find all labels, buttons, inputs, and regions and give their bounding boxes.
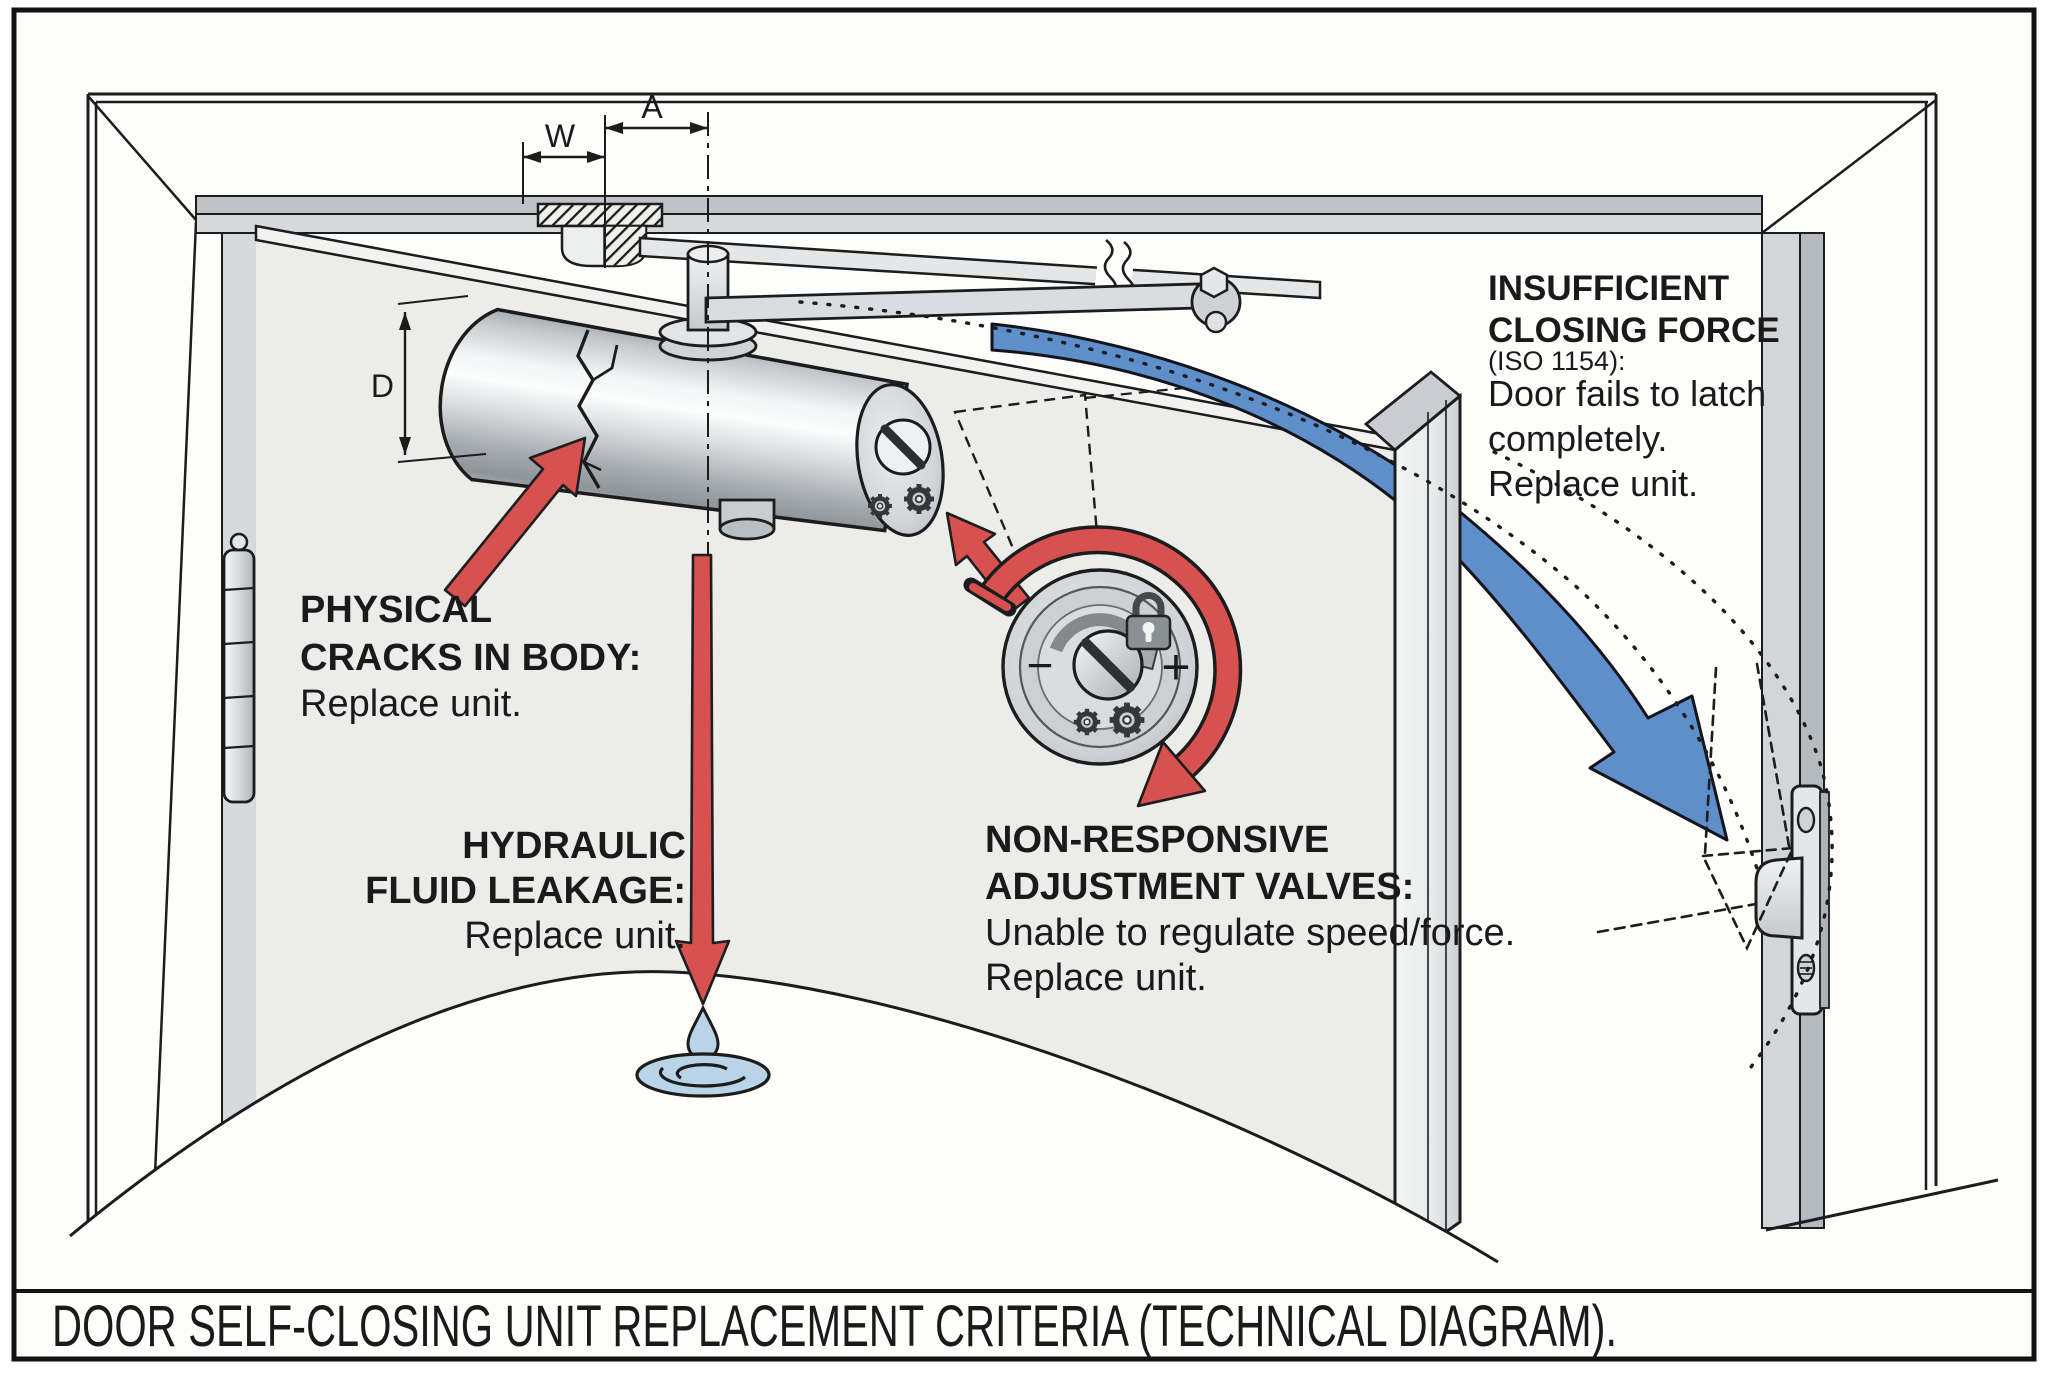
valves-body-line1: Unable to regulate speed/force. — [985, 912, 1515, 954]
hidden-plate-outline — [953, 393, 1100, 562]
latch-bolt — [1754, 856, 1804, 940]
closing-force-standard: (ISO 1154): — [1488, 346, 1626, 376]
gear-icon — [904, 484, 934, 514]
floor-hump-fill — [70, 971, 1512, 1288]
floor-hump-line — [69, 970, 1499, 1264]
closer-track-arm — [638, 236, 1322, 300]
frame-header-band — [195, 195, 1763, 215]
cracks-heading-line1: PHYSICAL — [300, 589, 492, 631]
arm-elbow — [1190, 266, 1242, 334]
gear-icon — [868, 494, 892, 518]
crack — [576, 329, 619, 489]
door-edge-bar — [1363, 370, 1463, 1271]
frame-miter-left — [87, 95, 197, 221]
hinge-barrel — [222, 548, 256, 804]
hydraulic-leak — [635, 1004, 771, 1098]
crack-arrow — [443, 436, 587, 608]
frame-inner-edge-left — [152, 221, 198, 1199]
latch-assembly — [1754, 784, 1830, 1016]
screw-slot — [880, 424, 926, 470]
gear-icon — [1074, 709, 1100, 735]
leakage-heading-line2: FLUID LEAKAGE: — [365, 870, 686, 912]
cracks-body: Replace unit. — [300, 683, 522, 725]
frame-header-band-inner — [195, 213, 1763, 234]
dial-minus-label: − — [1027, 639, 1054, 691]
closing-force-body-line1: Door fails to latch — [1488, 373, 1766, 414]
annotation-closing-force: INSUFFICIENT CLOSING FORCE (ISO 1154): D… — [1488, 269, 1780, 504]
valves-body-line2: Replace unit. — [985, 957, 1207, 999]
closing-force-body-line2: completely. — [1488, 418, 1667, 459]
dial-plus-label: + — [1161, 639, 1190, 695]
page-title: DOOR SELF-CLOSING UNIT REPLACEMENT CRITE… — [52, 1294, 1617, 1359]
knob-slot — [1081, 638, 1135, 692]
swing-arrow — [990, 322, 1729, 842]
frame-jamb-band-inner — [1799, 232, 1825, 1229]
annotation-cracks: PHYSICAL CRACKS IN BODY: Replace unit. — [300, 589, 641, 725]
ghost-arrow — [1701, 662, 1796, 952]
strike-screw — [1796, 806, 1816, 834]
leak-arrow — [674, 553, 731, 1006]
ripple-icon — [635, 1052, 771, 1098]
dimension-w — [523, 151, 605, 163]
dimension-a-label: A — [641, 89, 663, 125]
leakage-heading-line1: HYDRAULIC — [462, 825, 686, 867]
closing-force-heading-line2: CLOSING FORCE — [1488, 311, 1780, 350]
strike-plate-side — [1819, 791, 1830, 1009]
closer-end-cap — [855, 383, 945, 537]
valves-heading-line2: ADJUSTMENT VALVES: — [985, 866, 1414, 908]
annotation-valves: NON-RESPONSIVE ADJUSTMENT VALVES: Unable… — [985, 819, 1515, 999]
closer-valve-nub — [718, 498, 776, 541]
elbow-bolt — [1199, 266, 1229, 299]
dimension-annotations — [397, 112, 1206, 562]
leakage-body: Replace unit. — [464, 915, 686, 957]
padlock-icon — [1125, 592, 1172, 651]
dimension-a — [605, 122, 708, 134]
gear-icon — [1110, 703, 1145, 738]
floor-line-right — [1765, 1178, 1999, 1232]
mounting-bracket — [536, 202, 664, 228]
rotation-arrow — [963, 525, 1243, 808]
dimension-w-label: W — [545, 118, 576, 154]
closing-force-heading-line1: INSUFFICIENT — [1488, 269, 1729, 308]
dimension-d-label: D — [371, 368, 394, 404]
frame-miter-right — [1761, 99, 1937, 234]
cracks-heading-line2: CRACKS IN BODY: — [300, 637, 641, 679]
break-symbol — [1094, 240, 1136, 296]
adjustment-dial: − + — [1001, 568, 1199, 766]
door-swing-path — [798, 300, 1834, 1078]
strike-screw — [1796, 953, 1816, 983]
hinge — [222, 532, 256, 804]
valves-heading-line1: NON-RESPONSIVE — [985, 819, 1329, 861]
hinge-pin-tip — [229, 532, 249, 552]
annotation-leakage: HYDRAULIC FLUID LEAKAGE: Replace unit. — [365, 825, 686, 957]
dimension-d — [397, 295, 487, 463]
closing-force-body-line3: Replace unit. — [1488, 463, 1698, 504]
